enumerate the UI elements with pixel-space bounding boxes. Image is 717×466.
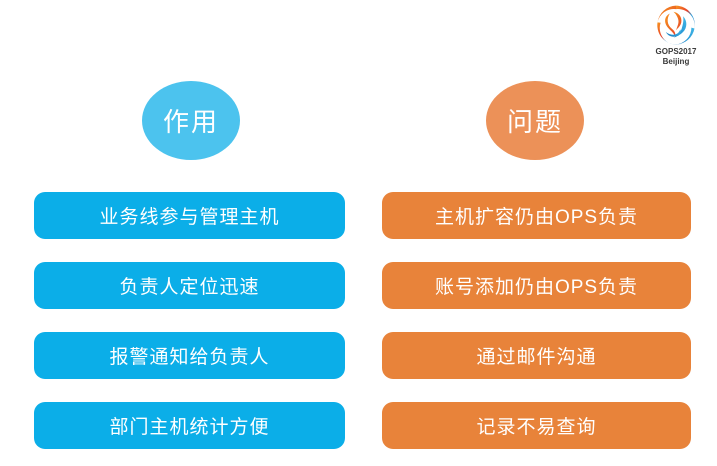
list-item: 账号添加仍由OPS负责	[382, 262, 691, 309]
benefits-column: 业务线参与管理主机 负责人定位迅速 报警通知给负责人 部门主机统计方便	[34, 192, 345, 449]
logo-title-line2: Beijing	[662, 56, 690, 66]
list-item: 报警通知给负责人	[34, 332, 345, 379]
heading-circle-problems: 问题	[486, 81, 584, 160]
list-item: 部门主机统计方便	[34, 402, 345, 449]
list-item: 业务线参与管理主机	[34, 192, 345, 239]
list-item: 主机扩容仍由OPS负责	[382, 192, 691, 239]
problems-column: 主机扩容仍由OPS负责 账号添加仍由OPS负责 通过邮件沟通 记录不易查询	[382, 192, 691, 449]
gops-logo: GOPS2017 Beijing	[640, 3, 712, 66]
logo-title-line1: GOPS2017	[655, 47, 697, 56]
list-item: 记录不易查询	[382, 402, 691, 449]
list-item: 通过邮件沟通	[382, 332, 691, 379]
gops-swirl-logo-icon	[657, 5, 695, 45]
heading-circle-benefits: 作用	[142, 81, 240, 160]
list-item: 负责人定位迅速	[34, 262, 345, 309]
